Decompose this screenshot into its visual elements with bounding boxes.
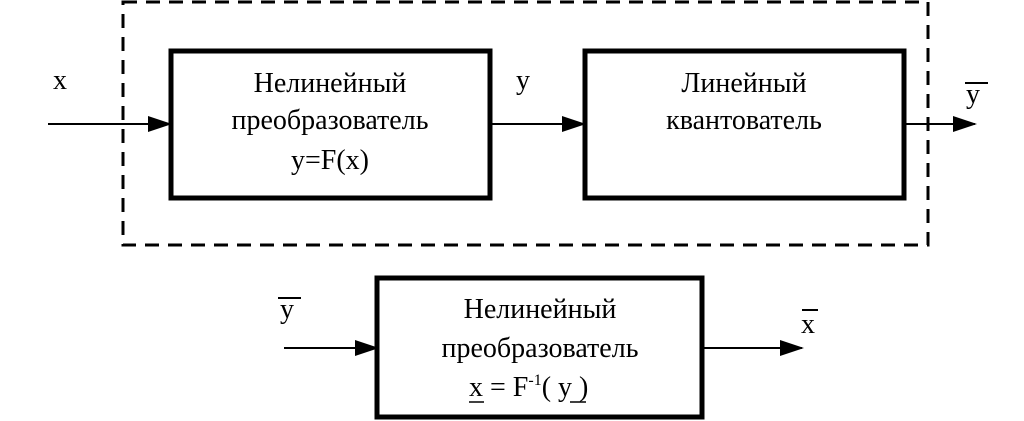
- decoder-block-formula: x = F-1( y ): [469, 372, 588, 403]
- block1-line3: y=F(x): [291, 145, 369, 176]
- block1-line2: преобразователь: [232, 105, 429, 136]
- formula-close: ): [572, 372, 588, 403]
- formula-eq: = F: [483, 372, 528, 403]
- block2-line2: квантователь: [666, 105, 822, 136]
- encoder-output-label: y: [966, 79, 980, 110]
- block2-line1: Линейный: [681, 68, 806, 99]
- formula-y: y: [558, 372, 572, 403]
- decoder-block-line1: Нелинейный: [464, 294, 617, 325]
- formula-sup: -1: [528, 372, 541, 389]
- decoder-output-label: x: [801, 309, 815, 340]
- block1-line1: Нелинейный: [254, 68, 407, 99]
- encoder-input-label: x: [53, 65, 67, 96]
- formula-open: (: [542, 372, 558, 403]
- middle-signal-label: y: [516, 65, 530, 96]
- decoder-input-label: y: [280, 294, 294, 325]
- inverse-converter-block: [374, 275, 705, 420]
- decoder-block-line2: преобразователь: [442, 333, 639, 364]
- linear-quantizer-block: [582, 48, 907, 201]
- formula-x: x: [469, 372, 483, 403]
